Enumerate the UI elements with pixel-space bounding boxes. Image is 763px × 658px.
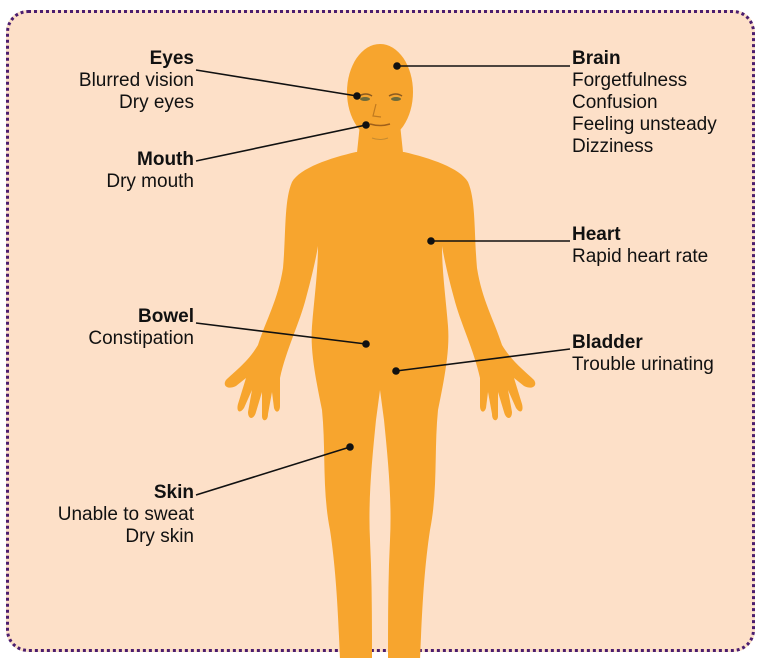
eyes-dot bbox=[353, 92, 361, 100]
bladder-title: Bladder bbox=[572, 332, 714, 354]
skin-title: Skin bbox=[58, 482, 194, 504]
torso-and-limbs-shape bbox=[225, 152, 536, 658]
brain-item: Forgetfulness bbox=[572, 70, 717, 92]
left-eye bbox=[360, 97, 370, 101]
heart-title: Heart bbox=[572, 224, 708, 246]
brain-title: Brain bbox=[572, 48, 717, 70]
right-eye bbox=[391, 97, 401, 101]
mouth-title: Mouth bbox=[106, 149, 194, 171]
skin-dot bbox=[346, 443, 354, 451]
bowel-label: Bowel Constipation bbox=[88, 306, 194, 350]
skin-item: Dry skin bbox=[58, 526, 194, 548]
brain-dot bbox=[393, 62, 401, 70]
human-body-silhouette bbox=[225, 44, 536, 658]
mouth-label: Mouth Dry mouth bbox=[106, 149, 194, 193]
bladder-label: Bladder Trouble urinating bbox=[572, 332, 714, 376]
eyes-item: Blurred vision bbox=[79, 70, 194, 92]
eyes-leader-line bbox=[196, 70, 357, 96]
brain-item: Feeling unsteady bbox=[572, 114, 717, 136]
bowel-dot bbox=[362, 340, 370, 348]
skin-item: Unable to sweat bbox=[58, 504, 194, 526]
heart-dot bbox=[427, 237, 435, 245]
skin-label: Skin Unable to sweat Dry skin bbox=[58, 482, 194, 548]
heart-label: Heart Rapid heart rate bbox=[572, 224, 708, 268]
mouth-item: Dry mouth bbox=[106, 171, 194, 193]
mouth-leader-line bbox=[196, 125, 366, 161]
eyes-label: Eyes Blurred vision Dry eyes bbox=[79, 48, 194, 114]
brain-item: Confusion bbox=[572, 92, 717, 114]
brain-item: Dizziness bbox=[572, 136, 717, 158]
heart-item: Rapid heart rate bbox=[572, 246, 708, 268]
bladder-item: Trouble urinating bbox=[572, 354, 714, 376]
bowel-title: Bowel bbox=[88, 306, 194, 328]
bladder-dot bbox=[392, 367, 400, 375]
brain-label: Brain Forgetfulness Confusion Feeling un… bbox=[572, 48, 717, 158]
bowel-item: Constipation bbox=[88, 328, 194, 350]
eyes-item: Dry eyes bbox=[79, 92, 194, 114]
eyes-title: Eyes bbox=[79, 48, 194, 70]
mouth-dot bbox=[362, 121, 370, 129]
